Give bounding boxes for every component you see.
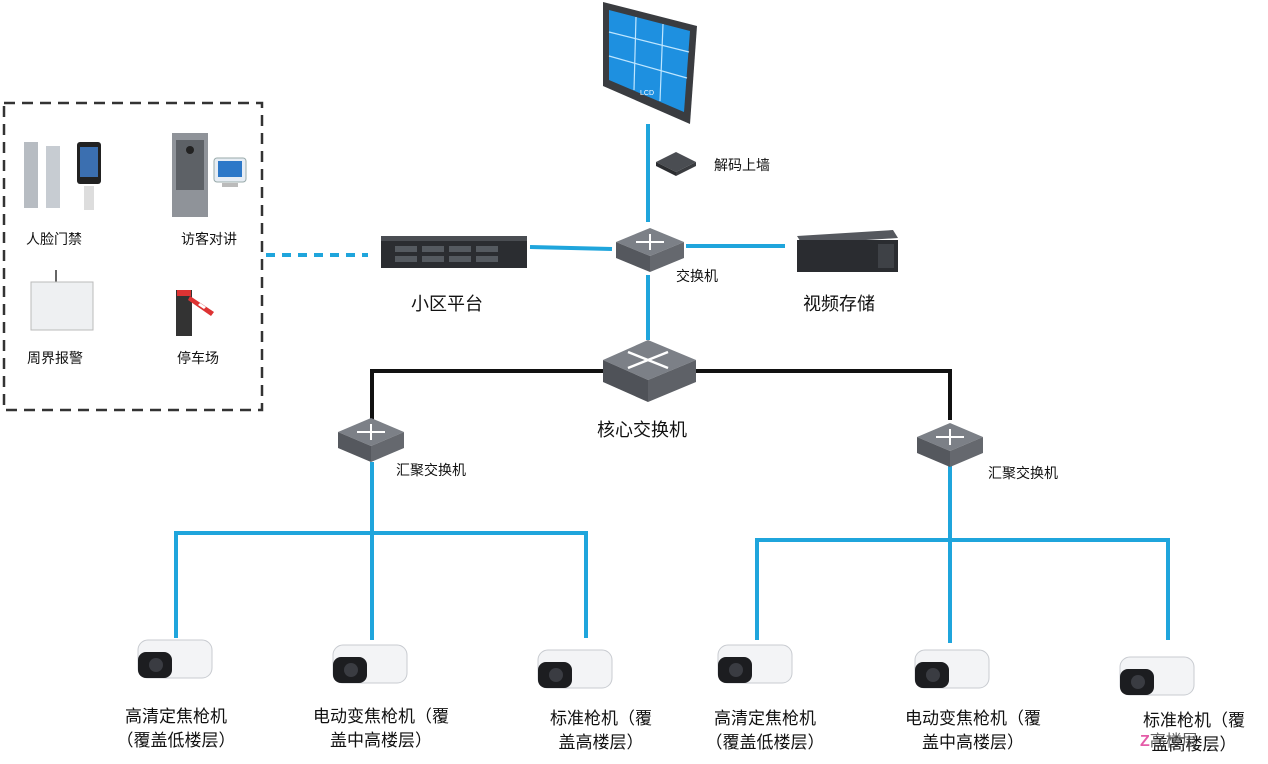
camera-label-line1: 高清定焦枪机	[125, 707, 227, 727]
lcd-text: LCD	[640, 90, 654, 97]
agg-switch-right-label: 汇聚交换机	[988, 466, 1058, 482]
camera-label: 电动变焦枪机（覆 盖中高楼层）	[295, 705, 467, 753]
agg-switch-left-label: 汇聚交换机	[396, 463, 466, 479]
perimeter-alarm-label: 周界报警	[27, 351, 83, 367]
core-switch-label: 核心交换机	[597, 420, 687, 441]
camera-label-line2: 盖高楼层）	[1151, 735, 1237, 755]
parking-label: 停车场	[177, 351, 219, 367]
platform-label: 小区平台	[411, 294, 483, 315]
camera-label-line1: 高清定焦枪机	[714, 709, 816, 729]
agg-switch-right-icon	[917, 423, 983, 467]
camera-label: 电动变焦枪机（覆 盖中高楼层）	[887, 707, 1059, 755]
camera-icon	[332, 644, 408, 684]
camera-label-line1: 标准枪机（覆	[1143, 711, 1245, 731]
perimeter-alarm-icon	[30, 270, 94, 331]
subsystem-box	[2, 101, 264, 412]
decoder-icon	[656, 152, 696, 176]
blue-links	[174, 124, 1170, 643]
camera-label: 标准枪机（覆 盖高楼层）	[534, 707, 668, 755]
watermark-text: 高楼层	[1149, 733, 1198, 750]
platform-server-icon	[381, 236, 527, 268]
camera-label-line2: 盖中高楼层）	[330, 731, 432, 751]
camera-label-line2: 盖中高楼层）	[922, 733, 1024, 753]
visitor-intercom-label: 访客对讲	[181, 232, 237, 248]
camera-label-line2: 盖高楼层）	[558, 733, 644, 753]
camera-label-line1: 电动变焦枪机（覆	[313, 707, 449, 727]
visitor-intercom-icon	[172, 133, 247, 217]
camera-label: 高清定焦枪机 （覆盖低楼层）	[695, 707, 835, 755]
parking-barrier-icon	[176, 290, 214, 336]
storage-label: 视频存储	[803, 294, 875, 315]
core-switch-icon	[603, 340, 696, 402]
camera-icon	[1119, 656, 1195, 696]
trunk-links	[370, 369, 952, 420]
camera-label: 标准枪机（覆 盖高楼层）	[1126, 709, 1262, 757]
storage-nvr-icon	[797, 230, 898, 272]
agg-switch-left-icon	[338, 418, 404, 462]
lcd-wall-icon: LCD	[603, 2, 697, 124]
switch-icon	[616, 228, 684, 272]
watermark: Z高楼层	[1140, 734, 1198, 750]
camera-icon	[914, 649, 990, 689]
camera-label-line1: 标准枪机（覆	[550, 709, 652, 729]
watermark-logo-icon: Z	[1140, 733, 1150, 750]
camera-icon	[717, 644, 793, 684]
face-access-icon	[24, 142, 101, 210]
camera-group	[137, 639, 1195, 696]
camera-icon	[137, 639, 213, 679]
camera-label-line2: （覆盖低楼层）	[705, 733, 825, 753]
camera-label-line1: 电动变焦枪机（覆	[905, 709, 1041, 729]
face-access-label: 人脸门禁	[26, 232, 82, 248]
camera-icon	[537, 649, 613, 689]
camera-label-line2: （覆盖低楼层）	[116, 731, 236, 751]
switch-label: 交换机	[676, 269, 718, 285]
camera-label: 高清定焦枪机 （覆盖低楼层）	[106, 705, 246, 753]
decoder-label: 解码上墙	[714, 158, 770, 174]
